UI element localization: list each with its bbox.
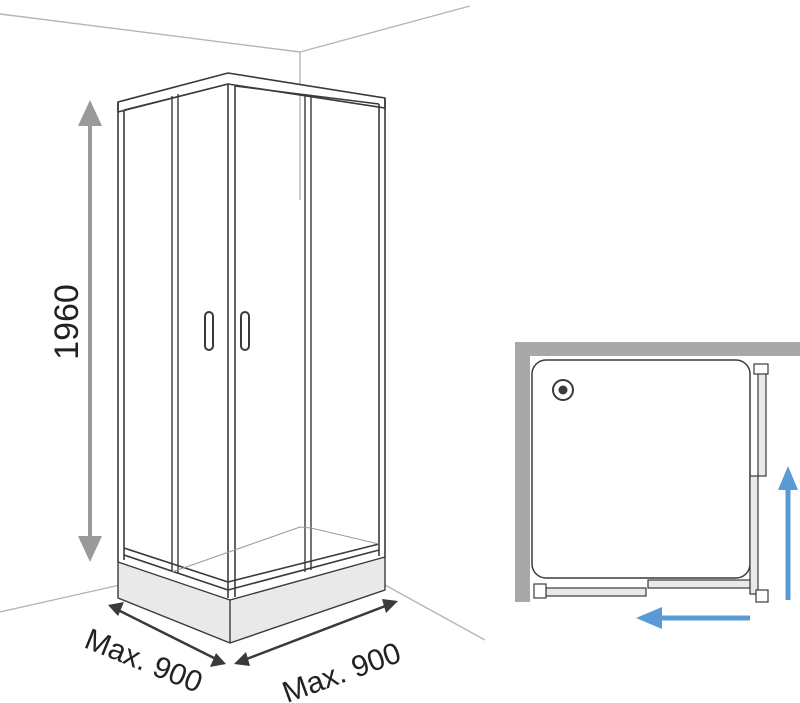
right-door-handle bbox=[240, 311, 250, 351]
plan-bottom-fixed-panel bbox=[545, 587, 647, 597]
plan-view bbox=[515, 342, 800, 629]
left-door-handle bbox=[204, 311, 214, 351]
enclosure-floor bbox=[171, 526, 380, 573]
right-glass-panels bbox=[234, 85, 380, 572]
plan-bottom-sliding-panel bbox=[647, 579, 751, 589]
plan-right-sliding-panel bbox=[749, 475, 759, 595]
plan-right-fixed-panel bbox=[757, 371, 767, 477]
right-width-dimension-arrow bbox=[234, 599, 398, 666]
left-glass-panels bbox=[123, 83, 229, 574]
sliding-direction-arrow-up bbox=[778, 466, 798, 600]
height-label: 1960 bbox=[48, 284, 86, 360]
plan-view-tray bbox=[531, 359, 751, 579]
height-dimension-arrow bbox=[78, 100, 102, 562]
left-depth-label: Max. 900 bbox=[80, 623, 207, 700]
room-corner-lines bbox=[0, 5, 486, 641]
right-width-label: Max. 900 bbox=[278, 636, 405, 703]
shower-tray bbox=[117, 556, 386, 644]
enclosure-frame bbox=[117, 72, 386, 598]
left-depth-dimension-arrow bbox=[108, 602, 226, 667]
sliding-direction-arrow-left bbox=[636, 607, 750, 629]
door-handles bbox=[204, 311, 250, 351]
